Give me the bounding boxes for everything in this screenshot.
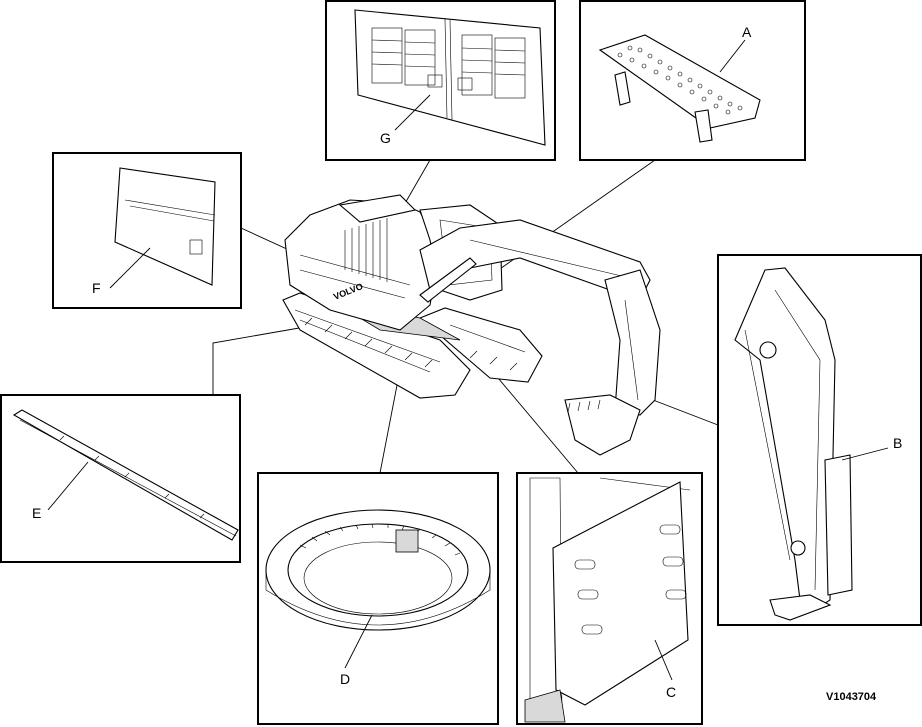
callout-box-e: E	[0, 394, 241, 563]
label-a: A	[742, 24, 752, 40]
callout-box-a: A	[579, 0, 806, 161]
step-holes	[617, 45, 743, 115]
figure-code: V1043704	[826, 691, 877, 703]
label-f: F	[92, 280, 101, 296]
label-g: G	[380, 130, 391, 146]
plate-slots	[574, 524, 687, 635]
callout-box-d: D	[257, 472, 499, 725]
label-c: C	[666, 684, 676, 700]
excavator-drawing: VOLVO	[282, 194, 661, 456]
label-e: E	[32, 505, 41, 521]
label-b: B	[893, 435, 902, 451]
label-d: D	[340, 671, 350, 687]
callout-box-b: B	[717, 254, 922, 626]
gear-teeth	[299, 523, 461, 556]
callout-box-g: G	[325, 0, 556, 161]
callout-box-c: C	[516, 472, 703, 725]
callout-box-f: F	[52, 152, 242, 309]
